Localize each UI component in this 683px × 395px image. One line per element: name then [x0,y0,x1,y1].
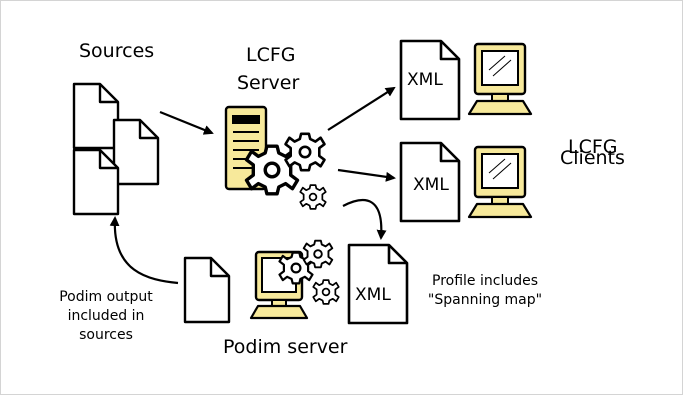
podim-output-label: Podim output included in sources [46,288,166,345]
podim-server-label: Podim server [223,336,348,358]
client-computer-1-icon [467,42,533,116]
arrow-server-to-podim-xml [342,198,387,240]
arrow-server-to-client-2 [337,168,396,182]
arrow-podim-output-to-sources [109,216,179,285]
podim-xml-document-icon [347,243,409,325]
lcfg-server-label-line2: Server [237,72,300,94]
sources-label: Sources [79,40,155,62]
arrow-sources-to-server [159,110,214,135]
podim-output-label-line3: sources [79,327,133,343]
flow-arrows [109,86,396,285]
arrow-server-to-client-1 [327,86,396,131]
podim-output-label-line2: included in [67,308,145,324]
lcfg-clients-label-line2: Clients [560,147,625,169]
profile-label-line2: "Spanning map" [427,292,543,308]
podim-xml-label: XML [355,285,391,305]
client-xml-label-1: XML [407,70,443,90]
lcfg-server-label-line1: LCFG [246,44,296,66]
podim-output-label-line1: Podim output [59,289,153,305]
client-xml-label-2: XML [413,175,449,195]
profile-label-line1: Profile includes [432,273,538,289]
profile-label: Profile includes "Spanning map" [418,272,552,310]
lcfg-clients-label-line1: LCFG [568,136,618,158]
client-computer-2-icon [467,145,533,219]
